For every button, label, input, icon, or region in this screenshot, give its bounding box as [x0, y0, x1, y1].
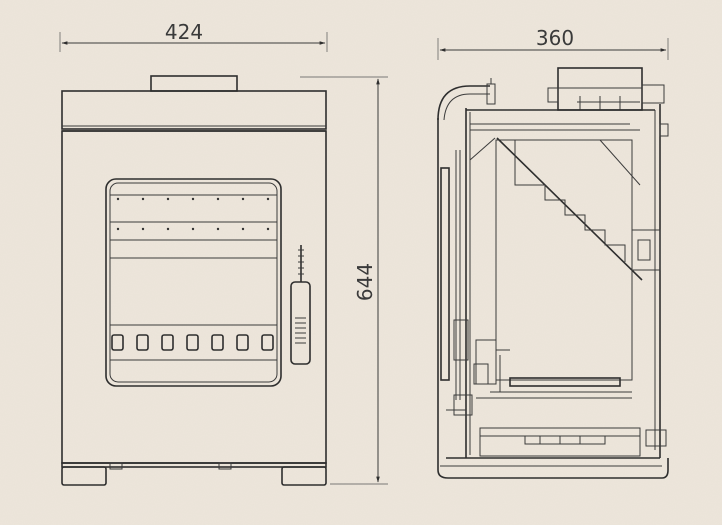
door-handle [290, 245, 311, 365]
rivet-row-upper [116, 197, 270, 201]
height-dimension: 644 [300, 76, 388, 485]
air-slots [111, 334, 274, 351]
side-view: 360 [437, 26, 669, 479]
door-glass-section [440, 167, 450, 381]
base-plate [61, 462, 327, 468]
door-window [105, 178, 282, 387]
left-foot [61, 466, 107, 486]
right-foot [281, 466, 327, 486]
ash-drawer [479, 427, 641, 457]
outer-shell [437, 118, 669, 479]
depth-dimension: 360 [437, 26, 669, 60]
grate [509, 377, 621, 387]
rivet-row-lower [116, 227, 270, 231]
rear-curve [437, 85, 490, 121]
front-view: 424 [59, 20, 388, 486]
width-dimension: 424 [59, 20, 328, 52]
height-label: 644 [353, 263, 377, 301]
top-band [61, 90, 327, 130]
depth-label: 360 [536, 26, 574, 50]
width-label: 424 [165, 20, 203, 44]
